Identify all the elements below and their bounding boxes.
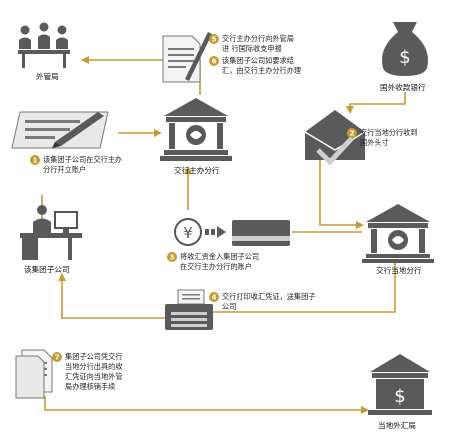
flow-local-to-printer	[212, 260, 396, 313]
dollar-sign: $	[394, 386, 405, 407]
bank-building-icon	[362, 204, 434, 263]
people-at-table-icon	[18, 22, 70, 68]
forex-building-icon: $	[368, 354, 432, 415]
local-forex-node: $ 当地外汇局	[368, 354, 432, 430]
verification-document-icon	[15, 349, 53, 399]
step-4-badge	[209, 292, 219, 302]
local-forex-label: 当地外汇局	[378, 420, 416, 430]
foreign-bank-node: $ 国外收款银行	[380, 22, 428, 92]
step-7-badge	[52, 352, 62, 362]
flow-foreign-to-envelope	[346, 92, 406, 114]
step-6: 6 该集团子公司如要求结 汇，由交行主办分行办理	[209, 56, 301, 75]
step-2-text-line-2: 国外头寸	[360, 138, 389, 147]
main-branch-label: 交行主办分行	[174, 165, 220, 175]
flow-lines	[41, 56, 406, 414]
step-7-text-line-1: 集团子公司凭交行	[65, 352, 123, 361]
step-6-number: 6	[212, 58, 217, 66]
main-branch-node: 交行主办分行	[160, 98, 232, 175]
group-company-node: 该集团子公司	[20, 205, 82, 274]
step-7-text-line-4: 局办理核销手续	[65, 382, 115, 391]
account-form-icon	[11, 111, 109, 149]
envelope-node	[304, 110, 366, 166]
step-1-number: 1	[33, 157, 38, 165]
forex-bureau-node: 外管局	[18, 22, 70, 81]
step-4: 4 交行打印收汇凭证，送集团子 公司	[209, 292, 315, 311]
group-company-label: 该集团子公司	[24, 264, 70, 274]
step-6-text-line-2: 汇，由交行主办分行办理	[222, 66, 301, 75]
printer-icon	[165, 289, 213, 330]
step-7-number: 7	[55, 354, 60, 362]
step-6-text-line-1: 该集团子公司如要求结	[222, 56, 294, 65]
report-document-icon	[162, 32, 212, 83]
envelope-icon	[304, 110, 366, 166]
foreign-bank-label: 国外收款银行	[380, 82, 426, 92]
step-3-text-line-1: 将收汇资金入集团子公司	[180, 252, 259, 261]
step-3-text-line-2: 在交行主办分行的账户	[180, 262, 252, 271]
step-7: 7 集团子公司凭交行 当地分行出具的收 汇凭证向当地外管 局办理核销手续	[52, 352, 123, 391]
step-3: 3 将收汇资金入集团子公司 在交行主办分行的账户	[167, 252, 259, 271]
flow-printer-to-company	[58, 273, 165, 319]
flow-envelope-to-local	[319, 160, 364, 229]
step-5: 5 交行主办分行向外管局 进 行国际收支申报	[209, 34, 294, 53]
flow-doc-to-local-forex	[44, 396, 369, 414]
step-3-number: 3	[170, 254, 175, 262]
step-2-text-line-1: 交行当地分行收到	[360, 128, 418, 137]
step-1-text-line-1: 该集团子公司在交行主办	[43, 155, 122, 164]
step-5-badge	[209, 34, 219, 44]
step-4-number: 4	[212, 294, 217, 302]
money-bag-icon: $	[382, 22, 428, 76]
step-7-text-line-2: 当地分行出具的收	[65, 362, 123, 371]
bank-building-icon	[160, 98, 232, 161]
forex-bureau-label: 外管局	[36, 71, 59, 81]
step-2-badge	[347, 128, 357, 138]
banknote-icon	[232, 220, 290, 246]
dollar-sign: $	[399, 47, 410, 68]
step-4-text-line-2: 公司	[222, 302, 236, 311]
step-7-text-line-3: 汇凭证向当地外管	[65, 372, 123, 381]
step-6-badge	[209, 56, 219, 66]
local-branch-label: 交行当地分行	[376, 265, 422, 275]
step-3-badge	[167, 252, 177, 262]
step-1-text-line-2: 分行开立账户	[43, 165, 86, 174]
fund-transfer-icon: ¥	[174, 218, 290, 246]
step-1: 1 该集团子公司在交行主办 分行开立账户	[30, 155, 122, 174]
step-5-text-line-1: 交行主办分行向外管局	[222, 34, 294, 43]
step-4-text-line-1: 交行打印收汇凭证，送集团子	[222, 292, 315, 301]
step-1-badge	[30, 155, 40, 165]
yuan-sign: ¥	[183, 224, 193, 242]
office-worker-icon	[20, 205, 82, 260]
step-2-number: 2	[350, 130, 355, 138]
step-5-text-line-2: 进 行国际收支申报	[222, 44, 282, 53]
local-branch-node: 交行当地分行	[362, 204, 434, 275]
yuan-coin-icon	[174, 218, 202, 246]
step-2: 2 交行当地分行收到 国外头寸	[347, 128, 418, 147]
step-5-number: 5	[212, 36, 217, 44]
